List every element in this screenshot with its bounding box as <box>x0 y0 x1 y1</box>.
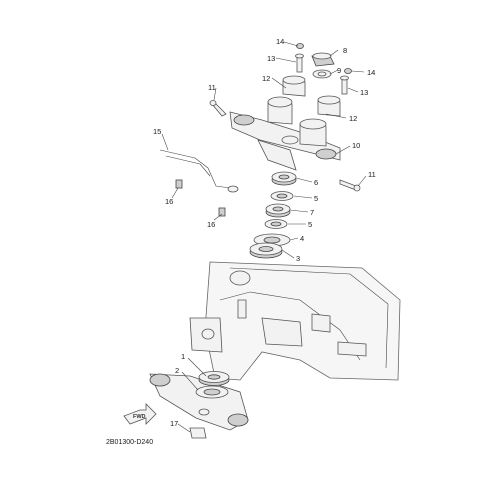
callout-11-right: 11 <box>368 170 376 179</box>
callout-10: 10 <box>352 141 360 150</box>
handlebar-holder-right <box>299 95 341 147</box>
callout-2: 2 <box>175 366 179 375</box>
callout-11-left: 11 <box>208 83 216 92</box>
callout-15: 15 <box>153 127 161 136</box>
washer-5-lower <box>264 219 288 229</box>
lower-bracket <box>149 373 249 431</box>
cable-guide-15 <box>159 149 239 193</box>
callout-12-left: 12 <box>262 74 270 83</box>
handlebar-holder-left <box>267 75 306 125</box>
callout-1: 1 <box>181 352 185 361</box>
bolt-11-left <box>209 100 227 117</box>
washer-9 <box>312 69 332 79</box>
upper-bracket <box>229 111 341 171</box>
callout-4: 4 <box>300 234 304 243</box>
bolt-14-right <box>344 68 352 74</box>
callout-8: 8 <box>343 46 347 55</box>
callout-6: 6 <box>314 178 318 187</box>
bolt-14-left <box>296 43 304 49</box>
callout-14-left: 14 <box>276 37 284 46</box>
clamp-17 <box>189 427 207 439</box>
callout-9: 9 <box>337 66 341 75</box>
bolt-13-left <box>295 53 304 73</box>
ring-nut-6 <box>271 171 297 186</box>
bolt-13-right <box>340 75 349 95</box>
callout-14-right: 14 <box>367 68 375 77</box>
callout-5-lower: 5 <box>308 220 312 229</box>
bearing-1 <box>198 371 230 386</box>
callout-7: 7 <box>310 208 314 217</box>
bearing-3 <box>249 242 283 259</box>
clip-16-right <box>218 207 226 217</box>
ring-nut-7 <box>265 203 291 218</box>
seal-2 <box>195 385 229 399</box>
clip-16-left <box>175 179 183 189</box>
figure-code: 2B01300-D240 <box>106 439 153 446</box>
washer-5-upper <box>270 191 294 201</box>
fwd-arrow-icon: FWD <box>123 403 157 425</box>
callout-16-right: 16 <box>207 220 215 229</box>
bolt-11-right <box>339 179 361 192</box>
leader-lines <box>161 41 367 433</box>
callout-17: 17 <box>170 419 178 428</box>
callout-13-right: 13 <box>360 88 368 97</box>
callout-12-right: 12 <box>349 114 357 123</box>
callout-13-left: 13 <box>267 54 275 63</box>
callout-16-left: 16 <box>165 197 173 206</box>
cap-8 <box>311 52 335 67</box>
fwd-label: FWD <box>133 414 146 420</box>
callout-3: 3 <box>296 254 300 263</box>
callout-labels: 14 13 8 9 14 13 12 12 11 10 11 15 16 16 … <box>106 37 376 446</box>
callout-5-upper: 5 <box>314 194 318 203</box>
frame-head-pipe <box>189 261 401 381</box>
